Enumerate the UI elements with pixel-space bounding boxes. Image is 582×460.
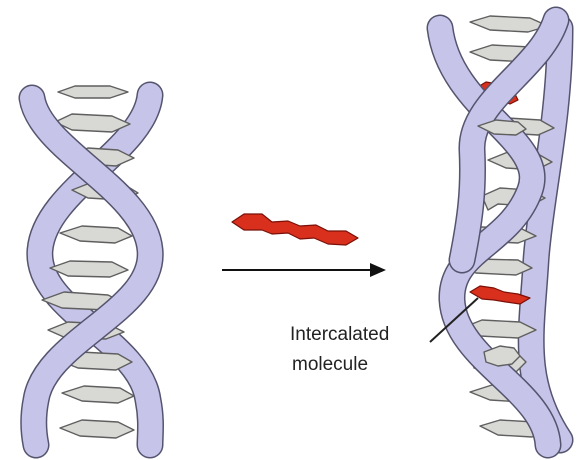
base-pair <box>55 114 130 132</box>
base-pair <box>60 226 132 243</box>
right-arrow-icon <box>222 263 386 277</box>
base-pair <box>470 16 548 32</box>
dna-helix-intercalated <box>440 16 560 445</box>
base-pair <box>58 86 128 98</box>
base-pair <box>50 261 128 277</box>
intercalator-molecule <box>232 214 358 245</box>
helix-strand-back-fill <box>531 28 560 440</box>
label-line-2: molecule <box>292 354 368 375</box>
base-pair <box>60 420 134 438</box>
dna-helix-normal <box>32 86 151 445</box>
label-line-1: Intercalated <box>290 324 389 345</box>
base-pair <box>62 386 134 403</box>
